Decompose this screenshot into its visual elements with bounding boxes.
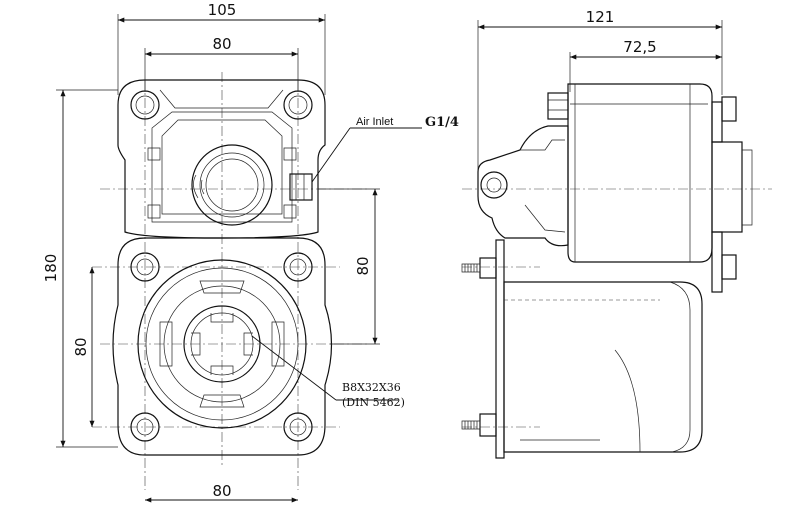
spline-spec-line1: B8X32X36 — [342, 381, 401, 394]
dim-label-72-5: 72,5 — [623, 38, 656, 56]
mid-right-bolt-hole — [283, 252, 313, 282]
thread-label: G1/4 — [425, 115, 459, 130]
mid-left-bolt-hole — [130, 252, 160, 282]
side-main-body — [567, 83, 713, 263]
air-inlet-fitting — [289, 173, 313, 201]
side-right-plate — [711, 101, 723, 143]
side-upper-nut — [479, 257, 497, 279]
side-upper-head — [477, 125, 569, 247]
dim-label-80-right: 80 — [354, 256, 372, 275]
bottom-right-bolt-hole — [283, 412, 313, 442]
side-view — [461, 83, 772, 459]
upper-shaft-outer — [191, 144, 273, 226]
side-port-circle — [480, 171, 508, 199]
side-lower-body — [503, 281, 703, 453]
air-inlet-label: Air Inlet — [356, 116, 393, 128]
dim-label-80-left: 80 — [72, 337, 90, 356]
side-mounting-plate — [495, 239, 505, 459]
dim-label-80-top: 80 — [212, 35, 231, 53]
front-view — [92, 72, 370, 490]
spline-shaft — [183, 305, 261, 383]
flange-outer-circle — [137, 259, 307, 429]
spline-leader — [251, 335, 337, 401]
dim-label-105: 105 — [208, 1, 237, 19]
lower-housing-outline — [112, 237, 333, 456]
side-top-bolt — [547, 92, 569, 120]
bottom-left-bolt-hole — [130, 412, 160, 442]
spline-spec-line2: (DIN 5462) — [342, 396, 405, 409]
side-lower-nut — [479, 413, 497, 437]
dim-label-180: 180 — [42, 254, 60, 283]
dim-label-80-bottom: 80 — [212, 482, 231, 500]
side-dimensions: 121 72,5 — [477, 8, 723, 170]
air-inlet-leader — [311, 127, 351, 183]
dim-label-121: 121 — [586, 8, 615, 26]
front-dimensions: 105 80 180 80 80 80 Air Inlet G1/4 B8X32… — [42, 1, 459, 503]
